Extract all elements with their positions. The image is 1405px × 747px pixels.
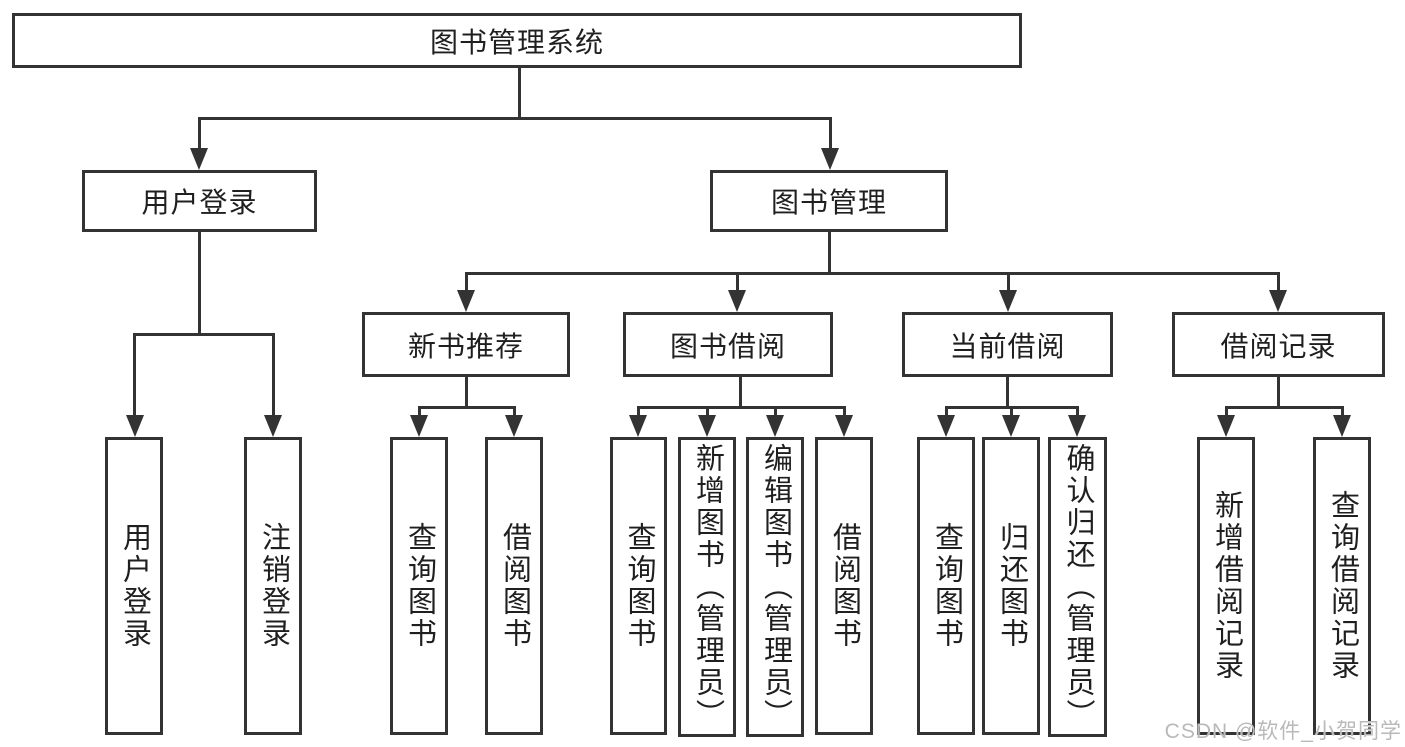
leaf-label: 注销登录 bbox=[257, 522, 290, 650]
node-root-label: 图书管理系统 bbox=[429, 26, 604, 58]
node-current-borrow-label: 当前借阅 bbox=[949, 330, 1066, 362]
connector-shaft bbox=[945, 406, 948, 418]
connector-shaft bbox=[637, 406, 640, 418]
arrow-down-icon bbox=[766, 415, 784, 437]
leaf-confirm-return-admin: 确认归还（管理员） bbox=[1048, 437, 1107, 737]
arrow-down-icon bbox=[698, 415, 716, 437]
leaf-add-books-admin: 新增图书（管理员） bbox=[678, 437, 736, 737]
arrow-down-icon bbox=[505, 415, 523, 437]
leaf-borrow-books: 借阅图书 bbox=[815, 437, 873, 735]
node-current-borrow: 当前借阅 bbox=[902, 312, 1113, 377]
leaf-label: 归还图书 bbox=[995, 522, 1028, 650]
arrow-down-icon bbox=[1002, 415, 1020, 437]
leaf-label: 编辑图书（管理员） bbox=[759, 443, 792, 731]
leaf-label: 借阅图书 bbox=[828, 522, 861, 650]
arrow-down-icon bbox=[835, 415, 853, 437]
leaf-label: 用户登录 bbox=[118, 522, 151, 650]
connector-shaft bbox=[418, 406, 421, 418]
connector-shaft bbox=[1225, 406, 1228, 418]
connector-shaft bbox=[843, 406, 846, 418]
connector-rail bbox=[637, 406, 846, 409]
arrow-down-icon bbox=[190, 148, 208, 170]
connector-root-stub bbox=[518, 68, 521, 118]
leaf-label: 新增借阅记录 bbox=[1210, 490, 1243, 682]
node-new-book-recommend-label: 新书推荐 bbox=[407, 330, 524, 362]
node-book-borrow: 图书借阅 bbox=[623, 312, 833, 377]
connector-stub bbox=[465, 377, 468, 408]
connector-user-login-stub bbox=[198, 232, 201, 336]
leaf-label: 确认归还（管理员） bbox=[1062, 443, 1094, 731]
arrow-down-icon bbox=[1269, 290, 1287, 312]
arrow-down-icon bbox=[1333, 415, 1351, 437]
leaf-logout: 注销登录 bbox=[244, 437, 302, 735]
connector-shaft bbox=[465, 272, 468, 294]
node-borrow-records: 借阅记录 bbox=[1172, 312, 1385, 377]
leaf-label: 查询图书 bbox=[403, 522, 436, 650]
node-user-login-label: 用户登录 bbox=[141, 187, 258, 218]
connector-book-mgmt-stub bbox=[828, 232, 831, 275]
leaf-edit-books-admin: 编辑图书（管理员） bbox=[746, 437, 804, 737]
node-borrow-records-label: 借阅记录 bbox=[1220, 330, 1337, 362]
leaf-label: 新增图书（管理员） bbox=[691, 443, 724, 731]
arrow-down-icon bbox=[728, 290, 746, 312]
connector-stub bbox=[739, 377, 742, 408]
arrow-down-icon bbox=[937, 415, 955, 437]
leaf-user-login: 用户登录 bbox=[105, 437, 163, 735]
leaf-borrow-books-recommend: 借阅图书 bbox=[485, 437, 543, 735]
connector-shaft bbox=[736, 272, 739, 294]
connector-shaft bbox=[1010, 406, 1013, 418]
connector-shaft bbox=[706, 406, 709, 418]
connector-book-mgmt-shaft bbox=[829, 117, 832, 151]
arrow-down-icon bbox=[264, 415, 282, 437]
node-book-management: 图书管理 bbox=[710, 170, 948, 232]
node-book-borrow-label: 图书借阅 bbox=[669, 330, 786, 362]
leaf-return-books: 归还图书 bbox=[982, 437, 1040, 735]
node-root: 图书管理系统 bbox=[12, 13, 1022, 68]
leaf-query-books-recommend: 查询图书 bbox=[390, 437, 448, 735]
connector-shaft bbox=[133, 333, 136, 417]
connector-shaft bbox=[272, 333, 275, 417]
connector-stub bbox=[1006, 377, 1009, 408]
connector-stub bbox=[1277, 377, 1280, 408]
leaf-label: 查询图书 bbox=[623, 522, 655, 650]
connector-shaft bbox=[1007, 272, 1010, 294]
connector-rail bbox=[418, 406, 516, 409]
leaf-label: 查询图书 bbox=[930, 522, 963, 650]
arrow-down-icon bbox=[126, 415, 144, 437]
arrow-down-icon bbox=[410, 415, 428, 437]
leaf-query-books-current: 查询图书 bbox=[917, 437, 975, 735]
arrow-down-icon bbox=[629, 415, 647, 437]
leaf-label: 查询借阅记录 bbox=[1326, 490, 1359, 682]
connector-shaft bbox=[513, 406, 516, 418]
node-new-book-recommend: 新书推荐 bbox=[362, 312, 570, 377]
connector-shaft bbox=[1341, 406, 1344, 418]
connector-shaft bbox=[774, 406, 777, 418]
leaf-query-borrow-record: 查询借阅记录 bbox=[1313, 437, 1371, 735]
connector-shaft bbox=[1277, 272, 1280, 294]
connector-rail bbox=[1225, 406, 1344, 409]
connector-level2-rail bbox=[465, 272, 1280, 275]
arrow-down-icon bbox=[1068, 415, 1086, 437]
leaf-query-books-borrow: 查询图书 bbox=[610, 437, 667, 735]
leaf-add-borrow-record: 新增借阅记录 bbox=[1197, 437, 1255, 735]
leaf-label: 借阅图书 bbox=[498, 522, 531, 650]
arrow-down-icon bbox=[1217, 415, 1235, 437]
node-user-login: 用户登录 bbox=[82, 170, 317, 232]
arrow-down-icon bbox=[821, 148, 839, 170]
arrow-down-icon bbox=[999, 290, 1017, 312]
csdn-watermark: CSDN @软件_小贺同学 bbox=[1164, 720, 1402, 743]
connector-user-login-rail bbox=[133, 333, 275, 336]
node-book-management-label: 图书管理 bbox=[770, 187, 887, 218]
arrow-down-icon bbox=[457, 290, 475, 312]
connector-level1-rail bbox=[199, 117, 832, 120]
connector-shaft bbox=[1076, 406, 1079, 418]
connector-user-login-shaft bbox=[198, 117, 201, 151]
